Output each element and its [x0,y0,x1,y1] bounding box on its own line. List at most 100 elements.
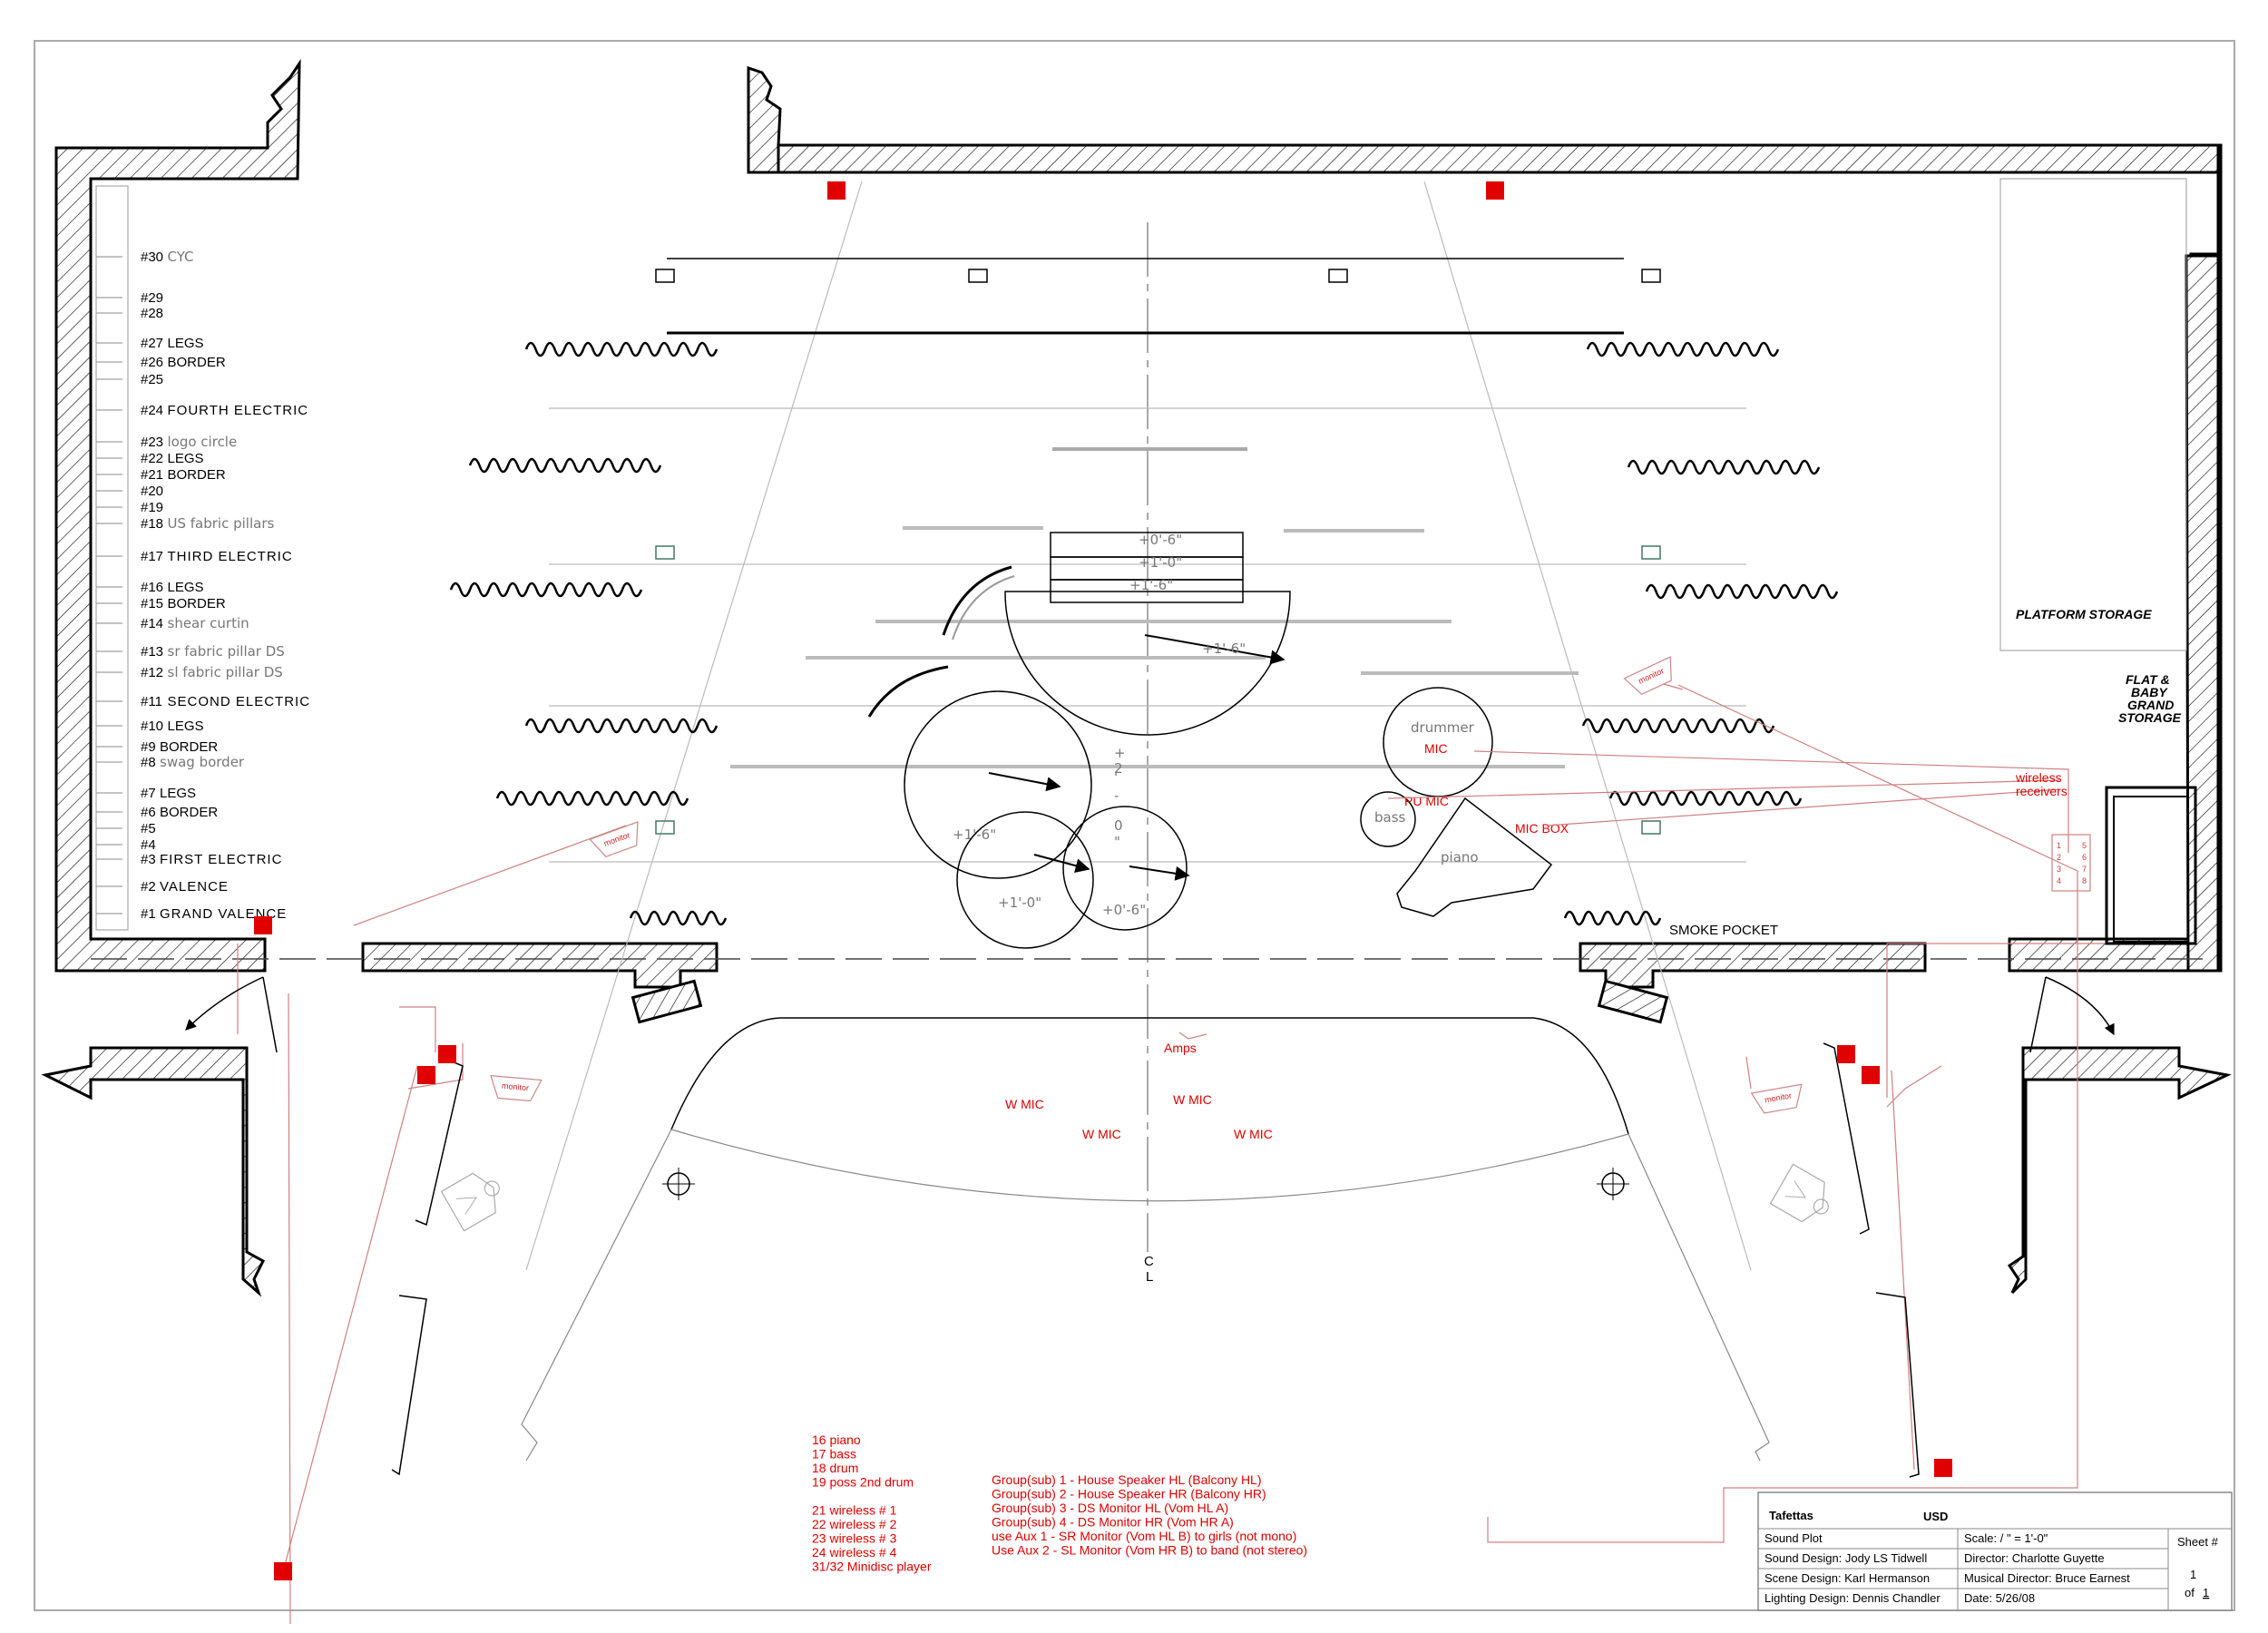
line-set-name: LEGS [168,336,204,351]
sightline-right [1423,181,1752,1271]
cable-runs [237,680,2177,1625]
house-left-line [521,1129,672,1462]
tb-right-1: Director: Charlotte Guyette [1964,1551,2105,1565]
platform-big-label: +1'-6" [1202,640,1246,657]
speaker-red-x [254,916,272,934]
sheet-label: Sheet # [2177,1535,2219,1549]
stair-label-2: +1'-0" [1139,554,1182,571]
floor-light [655,545,675,560]
line-set-label: #26 [141,355,163,370]
sheer-arc-1 [942,565,1012,636]
channel-entry: 24 wireless # 4 [812,1545,897,1560]
line-set-label: #19 [141,500,163,515]
wireless-receivers-1: wireless [2015,770,2062,785]
proscenium-sr-small [1597,979,1669,1024]
channel-entry: 17 bass [812,1447,856,1462]
proscenium-sl-small [631,979,703,1024]
w-mic-1: W MIC [1005,1097,1044,1111]
line-set-name: BORDER [168,467,226,483]
cyc-light [1641,269,1661,283]
line-set-label: #3 [141,852,156,867]
vom-rail-hr-1 [1823,1042,1870,1235]
line-set-name: VALENCE [160,879,229,895]
monitor-label: monitor [502,1081,530,1093]
mic-box: MIC BOX [1515,821,1569,836]
flat-storage-2: BABY [2131,685,2168,699]
door-swing-r [2045,976,2115,1036]
receiver-rack [2051,834,2091,892]
vom-speaker [1837,1045,1855,1063]
stage-leg [524,718,719,734]
stage-leg [1563,910,1662,926]
stage-leg [629,910,728,926]
vom-rail-hr-2 [1875,1292,1920,1478]
stage-leg [1627,459,1821,475]
monitor-speaker: monitor [490,1074,543,1102]
house-speaker [274,1562,292,1580]
vom-speaker [417,1066,435,1084]
bass-label: bass [1374,809,1406,826]
stage-leg [1645,583,1839,600]
line-set-label: #29 [141,290,163,306]
center-label-char: ' [1114,769,1118,786]
vom-rail-hl-2 [391,1295,427,1476]
channel-entry: 18 drum [812,1461,858,1475]
cyc-light [1328,269,1348,283]
channel-entry: 19 poss 2nd drum [812,1475,914,1490]
stage-leg [468,457,662,474]
group-entry: Group(sub) 3 - DS Monitor HL (Vom HL A) [992,1501,1228,1515]
line-set-name: BORDER [160,739,218,755]
stage-legs [449,341,1839,926]
apron-edge [670,1017,1629,1135]
w-mic-2: W MIC [1173,1092,1212,1107]
platform-b [956,811,1094,949]
line-set-label: #10 [141,719,163,734]
platform-a [904,690,1092,879]
line-set-name: sr fabric pillar DS [168,643,285,660]
group-entry: use Aux 1 - SR Monitor (Vom HL B) to gir… [992,1529,1296,1543]
tb-right-2: Musical Director: Bruce Earnest [1964,1571,2130,1585]
drummer-mic: MIC [1424,741,1448,756]
org-label: USD [1923,1510,1948,1523]
of-label: of [2185,1586,2195,1599]
line-set-name: LEGS [168,451,204,466]
apron-curve [670,1129,1629,1202]
line-set-name: shear curtin [168,615,249,631]
line-set-name: US fabric pillars [168,515,275,532]
centerline-c: C [1144,1254,1154,1269]
line-set-label: #25 [141,372,163,387]
group-list: Group(sub) 1 - House Speaker HL (Balcony… [992,1472,1307,1558]
line-set-label: #7 [141,786,156,801]
group-entry: Group(sub) 4 - DS Monitor HR (Vom HR A) [992,1515,1234,1530]
sound-plot-label: Sound Plot [1765,1531,1823,1545]
drummer-label: drummer [1411,719,1475,736]
stair-label-3: +1'-6" [1129,577,1173,593]
center-platform-label: +2'-0" [1114,745,1126,850]
smoke-pocket-label: SMOKE POCKET [1669,923,1778,938]
line-set-label: #24 [141,403,163,418]
pu-mic: PU MIC [1404,794,1449,808]
cyc-light [968,269,988,283]
line-set-label: #17 [141,549,163,564]
channel-entry: 16 piano [812,1433,861,1447]
line-set-label: #30 [141,249,163,265]
of-number: 1 [2203,1586,2209,1599]
tb-left-3: Lighting Design: Dennis Chandler [1765,1591,1941,1605]
center-label-char: 2 [1114,760,1123,777]
vom-speaker [438,1045,456,1063]
line-set-label: #15 [141,596,163,611]
wall-sl-upstage [54,58,301,973]
monitor-speaker: monitor [1623,656,1672,696]
stage-leg [524,341,719,357]
line-set-label: #16 [141,580,163,595]
tb-right-3: Date: 5/26/08 [1964,1591,2035,1605]
line-set-name: LEGS [160,786,196,801]
line-set-name: CYC [168,249,194,265]
light-fixtures [440,1163,1829,1232]
line-set-label: #27 [141,336,163,351]
line-set-label: #2 [141,879,156,895]
speaker-red [827,181,846,200]
sheer-arc-1b [952,575,1015,640]
floor-light [655,820,675,835]
